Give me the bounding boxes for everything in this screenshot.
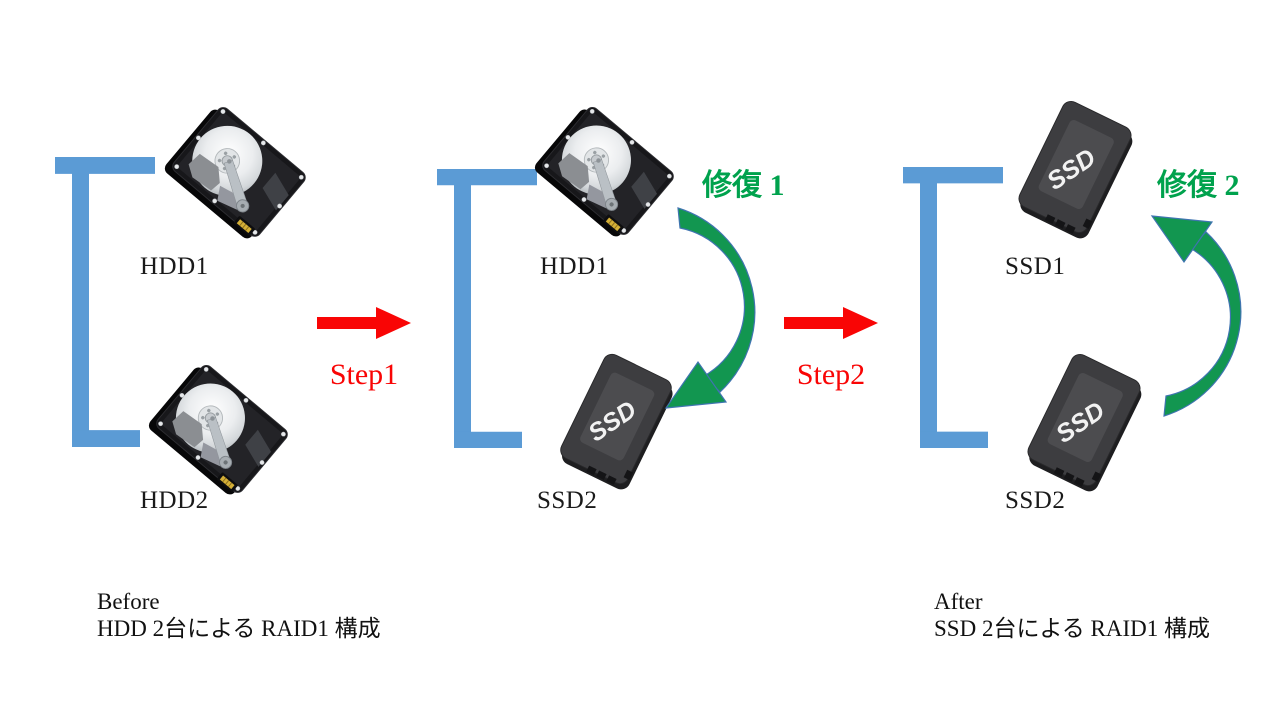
step-label: Step1 [329, 358, 399, 391]
repair-label: 修復 2 [1157, 169, 1240, 202]
step-arrow-icon [317, 307, 411, 339]
raid-bracket-icon [903, 167, 1003, 448]
step-label: Step2 [796, 358, 866, 391]
drive-label: HDD1 [540, 253, 609, 280]
hdd-icon [164, 107, 306, 239]
caption-text: SSD 2台による RAID1 構成 [934, 616, 1210, 641]
drive-label: SSD2 [537, 487, 598, 514]
raid-bracket-icon [437, 169, 537, 448]
repair-arrow-icon [1150, 215, 1242, 417]
repair-label: 修復 1 [702, 169, 785, 202]
drive-label: HDD2 [140, 487, 209, 514]
drive-label: SSD2 [1005, 487, 1066, 514]
hdd-icon [534, 106, 674, 237]
caption-title: After [934, 589, 983, 614]
drive-label: HDD1 [140, 253, 209, 280]
caption-text: HDD 2台による RAID1 構成 [97, 616, 381, 641]
ssd-icon: SSD [560, 353, 673, 490]
raid-bracket-icon [55, 157, 155, 447]
step-arrow-icon [784, 307, 878, 339]
repair-arrow-icon [664, 207, 756, 409]
ssd-icon: SSD [1027, 354, 1142, 492]
drive-label: SSD1 [1005, 253, 1066, 280]
caption-title: Before [97, 589, 160, 614]
hdd-icon [148, 364, 288, 495]
ssd-icon: SSD [1018, 101, 1133, 239]
